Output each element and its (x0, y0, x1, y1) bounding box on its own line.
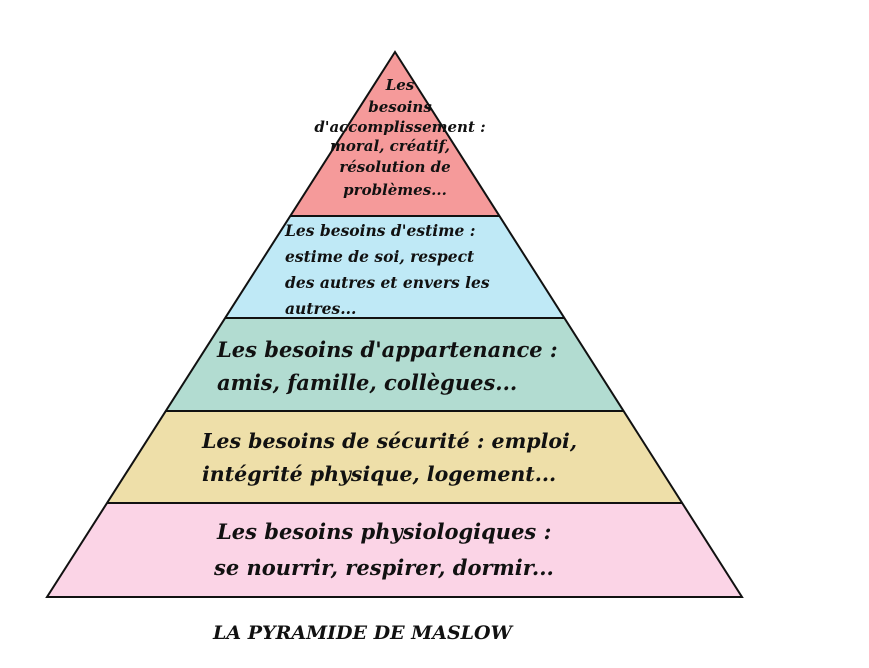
level-appartenance-line: Les besoins d'appartenance : (217, 337, 558, 362)
level-accomplissement-line: d'accomplissement : (314, 118, 486, 136)
level-securite-text: Les besoins de sécurité : emploi, intégr… (202, 425, 577, 491)
level-estime-line: des autres et envers les (285, 273, 490, 292)
level-appartenance (166, 318, 624, 411)
level-accomplissement-line: moral, créatif, (330, 137, 450, 155)
level-estime-text: Les besoins d'estime : estime de soi, re… (285, 218, 490, 322)
level-appartenance-line: amis, famille, collègues... (217, 370, 518, 395)
level-estime-line: autres... (285, 299, 357, 318)
level-estime-line: Les besoins d'estime : (285, 221, 476, 240)
level-securite-line: Les besoins de sécurité : emploi, (202, 429, 577, 453)
level-accomplissement-text: Les besoins d'accomplissement : moral, c… (300, 74, 500, 201)
level-physiologiques-text: Les besoins physiologiques : se nourrir,… (214, 514, 554, 586)
level-estime (225, 216, 564, 318)
level-appartenance-text: Les besoins d'appartenance : amis, famil… (217, 333, 558, 399)
level-securite (107, 411, 682, 503)
level-physiologiques-line: Les besoins physiologiques : (217, 519, 552, 544)
level-estime-line: estime de soi, respect (285, 247, 475, 266)
level-accomplissement (290, 52, 499, 216)
level-physiologiques (47, 503, 742, 597)
level-accomplissement-line: besoins (368, 98, 432, 116)
diagram-title: LA PYRAMIDE DE MASLOW (213, 622, 512, 644)
level-physiologiques-line: se nourrir, respirer, dormir... (214, 555, 554, 580)
level-accomplissement-line: problèmes... (343, 181, 447, 199)
level-accomplissement-line: Les (385, 76, 415, 94)
level-accomplissement-line: résolution de (339, 158, 451, 176)
level-securite-line: intégrité physique, logement... (202, 462, 557, 486)
